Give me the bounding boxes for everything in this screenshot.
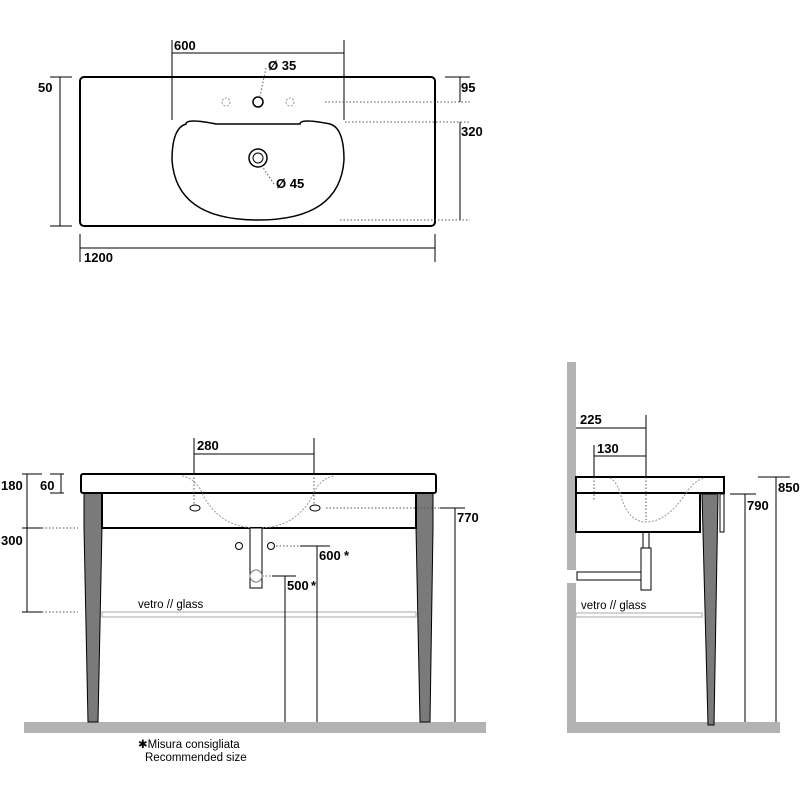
dim-drain-offset: 320 [461, 124, 483, 139]
optional-tap-hole-left [221, 97, 231, 107]
front-view: vetro // glass 280 180 60 300 770 600 * [1, 438, 486, 764]
overflow-hole-right [309, 504, 321, 512]
note-line-1: ✱Misura consigliata [138, 739, 240, 751]
dim-basin-width: 600 [174, 38, 196, 53]
side-bracket [719, 493, 725, 533]
note-line-2: Recommended size [145, 752, 247, 764]
dim-tap-hole: Ø 35 [268, 58, 296, 73]
side-floor [567, 722, 780, 733]
left-leg [83, 492, 103, 723]
dim-drain: Ø 45 [276, 176, 304, 191]
countertop [80, 473, 437, 494]
waste-pipe [576, 571, 643, 581]
dim-shelf: 300 [1, 533, 23, 548]
dim-overflow: 280 [197, 438, 219, 453]
optional-tap-hole-right [285, 97, 295, 107]
asterisk-600: * [344, 548, 350, 563]
side-basin-hidden-line [609, 477, 705, 523]
dim-top-thickness: 60 [40, 478, 54, 493]
dim-water-inlet: 600 [319, 548, 341, 563]
hot-water-inlet-icon [235, 542, 243, 550]
dim-hole-offset: 95 [461, 80, 475, 95]
basin-outline [171, 120, 345, 221]
tap-hole [252, 96, 264, 108]
side-glass-label: vetro // glass [581, 600, 646, 612]
side-view: vetro // glass 225 130 790 850 [567, 362, 800, 733]
right-leg [415, 492, 434, 723]
drain-trap [249, 527, 263, 589]
overflow-hole-left [189, 504, 201, 512]
dim-tap-from-wall: 225 [580, 412, 602, 427]
side-glass-shelf [575, 612, 703, 618]
side-leg [701, 493, 719, 726]
side-trap [640, 547, 652, 591]
floor [24, 722, 486, 733]
wall-upper [567, 362, 576, 570]
side-apron [575, 492, 701, 533]
drain-hole [248, 148, 268, 168]
dim-basin-from-wall: 130 [597, 441, 619, 456]
dim-height: 770 [457, 510, 479, 525]
front-glass-label: vetro // glass [138, 599, 203, 611]
apron [101, 492, 417, 529]
glass-shelf [101, 611, 417, 618]
asterisk-500: * [311, 578, 317, 593]
cold-water-inlet-icon [267, 542, 275, 550]
drain-inner [252, 152, 264, 164]
dim-total-top: 180 [1, 478, 23, 493]
dim-total-height: 850 [778, 480, 800, 495]
wall-lower [567, 583, 576, 723]
dim-drain-outlet: 500 [287, 578, 309, 593]
basin-hidden-line [181, 475, 335, 529]
dim-depth: 50 [38, 80, 52, 95]
dim-frame-height: 790 [747, 498, 769, 513]
dim-width: 1200 [84, 250, 113, 265]
top-view: 600 Ø 35 Ø 45 95 320 50 1200 [38, 38, 483, 265]
side-countertop [575, 476, 725, 494]
